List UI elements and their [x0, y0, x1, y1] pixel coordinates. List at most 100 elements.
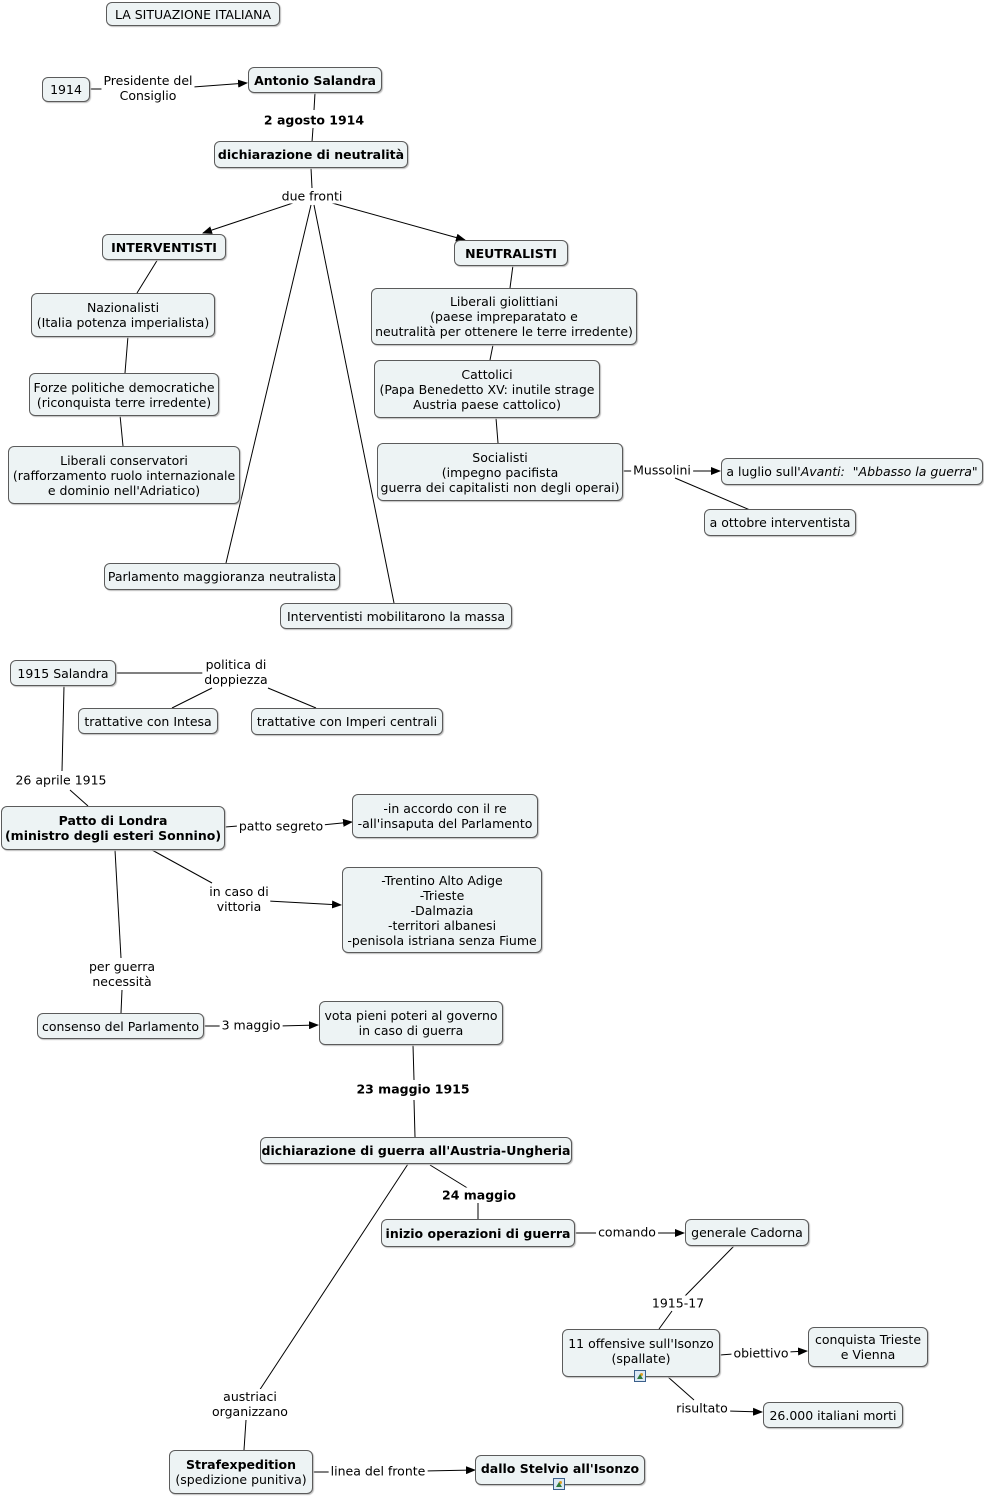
node-liberali-giolittiani[interactable]: Liberali giolittiani (paese impreparatat… — [371, 288, 637, 345]
node-dichiarazione-guerra[interactable]: dichiarazione di guerra all'Austria-Ungh… — [260, 1137, 572, 1164]
edge — [429, 1164, 470, 1190]
link-23-maggio-1915: 23 maggio 1915 — [354, 1081, 472, 1097]
link-3-maggio: 3 maggio — [219, 1017, 283, 1033]
node-trattative-imperi-text: trattative con Imperi centrali — [256, 714, 438, 729]
link-per-guerra-necessita: per guerra necessità — [86, 959, 158, 989]
node-antonio-salandra-text: Antonio Salandra — [254, 72, 376, 88]
node-vota-pieni-poteri[interactable]: vota pieni poteri al governo in caso di … — [319, 1001, 503, 1045]
node-forze-politiche-text: Forze politiche democratiche (riconquist… — [33, 379, 215, 410]
edge — [321, 818, 353, 827]
link-26-aprile-1915: 26 aprile 1915 — [13, 772, 109, 788]
map-title-text: LA SITUAZIONE ITALIANA — [114, 6, 272, 22]
edge — [278, 1021, 319, 1030]
image-icon[interactable] — [553, 1478, 565, 1490]
node-in-accordo-re[interactable]: -in accordo con il re -all'insaputa del … — [352, 794, 538, 838]
node-inizio-operazioni[interactable]: inizio operazioni di guerra — [381, 1219, 575, 1247]
node-conquista-trieste-text: conquista Trieste e Vienna — [814, 1332, 922, 1362]
edge — [225, 204, 312, 564]
node-territori[interactable]: -Trentino Alto Adige -Trieste -Dalmazia … — [342, 867, 542, 953]
edge — [674, 477, 751, 511]
node-11-offensive[interactable]: 11 offensive sull'Isonzo (spallate) — [562, 1329, 720, 1377]
node-parlamento-maggioranza[interactable]: Parlamento maggioranza neutralista — [104, 563, 340, 590]
node-11-offensive-text: 11 offensive sull'Isonzo (spallate) — [568, 1336, 714, 1366]
link-mussolini: Mussolini — [631, 462, 693, 478]
edge — [667, 1376, 695, 1401]
edge — [787, 1347, 808, 1356]
edge — [311, 127, 314, 143]
node-cattolici[interactable]: Cattolici (Papa Benedetto XV: inutile st… — [374, 360, 600, 418]
node-interventisti[interactable]: INTERVENTISTI — [102, 234, 226, 260]
edge — [258, 1163, 409, 1392]
edge — [727, 1407, 763, 1416]
node-26000-morti[interactable]: 26.000 italiani morti — [763, 1402, 903, 1428]
edge — [119, 414, 124, 447]
node-1914[interactable]: 1914 — [42, 77, 90, 102]
node-consenso-parlamento-text: consenso del Parlamento — [41, 1018, 200, 1034]
node-neutralisti[interactable]: NEUTRALISTI — [454, 240, 568, 266]
edge — [719, 1353, 734, 1356]
node-parlamento-maggioranza-text: Parlamento maggioranza neutralista — [107, 569, 337, 584]
link-24-maggio: 24 maggio — [440, 1187, 518, 1203]
edge — [658, 1310, 673, 1330]
node-socialisti-text: Socialisti (impegno pacifista guerra dei… — [380, 449, 620, 495]
edge — [69, 789, 89, 807]
edge — [243, 1419, 247, 1451]
link-1915-17: 1915-17 — [649, 1295, 707, 1311]
image-icon[interactable] — [634, 1370, 646, 1382]
node-vota-pieni-poteri-text: vota pieni poteri al governo in caso di … — [324, 1008, 498, 1038]
edge — [136, 258, 159, 294]
node-trattative-intesa[interactable]: trattative con Intesa — [78, 708, 218, 734]
edge — [124, 335, 129, 374]
node-nazionalisti[interactable]: Nazionalisti (Italia potenza imperialist… — [31, 293, 215, 337]
link-2-agosto-1914: 2 agosto 1914 — [261, 112, 367, 128]
link-obiettivo: obiettivo — [731, 1345, 791, 1361]
link-comando: comando — [596, 1224, 658, 1240]
link-in-caso-di-vittoria: in caso di vittoria — [207, 884, 271, 914]
node-cattolici-text: Cattolici (Papa Benedetto XV: inutile st… — [379, 366, 595, 412]
node-luglio-avanti-text: a luglio sull'Avanti: "Abbasso la guerra… — [726, 464, 977, 479]
node-generale-cadorna[interactable]: generale Cadorna — [685, 1219, 809, 1246]
node-dichiarazione-neutralita-text: dichiarazione di neutralità — [217, 147, 405, 162]
edge — [192, 79, 248, 88]
node-territori-text: -Trentino Alto Adige -Trieste -Dalmazia … — [347, 872, 537, 948]
node-interventisti-mobilitarono[interactable]: Interventisti mobilitarono la massa — [280, 603, 512, 629]
node-trattative-intesa-text: trattative con Intesa — [84, 713, 212, 729]
link-presidente-del-consiglio: Presidente del Consiglio — [101, 73, 195, 103]
edge — [684, 1245, 735, 1297]
node-conquista-trieste[interactable]: conquista Trieste e Vienna — [808, 1327, 928, 1367]
node-luglio-avanti[interactable]: a luglio sull'Avanti: "Abbasso la guerra… — [721, 458, 983, 485]
node-inizio-operazioni-text: inizio operazioni di guerra — [385, 1225, 571, 1241]
node-dichiarazione-neutralita[interactable]: dichiarazione di neutralità — [214, 141, 408, 168]
link-austriaci-organizzano: austriaci organizzano — [210, 1389, 290, 1419]
edge — [495, 417, 499, 444]
edge — [331, 202, 466, 242]
node-nazionalisti-text: Nazionalisti (Italia potenza imperialist… — [36, 300, 210, 330]
node-strafexpedition-title: Strafexpedition — [186, 1457, 296, 1472]
node-1915-salandra-text: 1915 Salandra — [17, 665, 109, 681]
node-socialisti[interactable]: Socialisti (impegno pacifista guerra dei… — [377, 443, 623, 501]
node-strafexpedition[interactable]: Strafexpedition (spedizione punitiva) — [169, 1450, 313, 1494]
edge — [202, 201, 297, 234]
node-strafexpedition-sub: (spedizione punitiva) — [175, 1472, 307, 1487]
link-due-fronti: due fronti — [279, 188, 345, 204]
node-liberali-giolittiani-text: Liberali giolittiani (paese impreparatat… — [375, 294, 633, 339]
edge — [171, 687, 213, 709]
edge — [267, 900, 342, 909]
node-ottobre-interventista[interactable]: a ottobre interventista — [704, 509, 856, 536]
node-1915-salandra[interactable]: 1915 Salandra — [10, 660, 116, 686]
node-liberali-conservatori[interactable]: Liberali conservatori (rafforzamento ruo… — [8, 446, 240, 504]
edge — [310, 167, 313, 189]
node-consenso-parlamento[interactable]: consenso del Parlamento — [37, 1013, 204, 1039]
node-stelvio-isonzo[interactable]: dallo Stelvio all'Isonzo — [475, 1455, 645, 1485]
node-26000-morti-text: 26.000 italiani morti — [769, 1407, 897, 1423]
node-in-accordo-re-text: -in accordo con il re -all'insaputa del … — [357, 801, 533, 831]
edge — [120, 989, 123, 1014]
node-forze-politiche[interactable]: Forze politiche democratiche (riconquist… — [29, 373, 219, 416]
edge — [412, 1044, 415, 1081]
node-patto-di-londra[interactable]: Patto di Londra (ministro degli esteri S… — [1, 806, 225, 850]
node-trattative-imperi[interactable]: trattative con Imperi centrali — [251, 708, 443, 735]
node-antonio-salandra[interactable]: Antonio Salandra — [248, 67, 382, 93]
edge — [489, 344, 494, 361]
map-title[interactable]: LA SITUAZIONE ITALIANA — [106, 2, 280, 26]
